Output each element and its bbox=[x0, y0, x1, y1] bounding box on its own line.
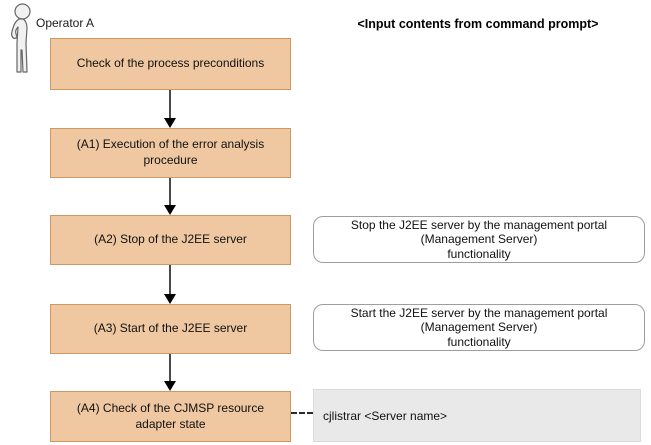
annotation-line: functionality bbox=[447, 246, 511, 261]
down-arrow bbox=[164, 178, 176, 215]
flow-step-label: (A1) Execution of the error analysis bbox=[76, 137, 265, 152]
flow-step-label: (A2) Stop of the J2EE server bbox=[94, 232, 247, 247]
command-box-a4: cjlistrar <Server name> bbox=[313, 389, 641, 442]
arrow-shaft bbox=[169, 178, 171, 205]
annotation-line: (Management Server) bbox=[420, 320, 538, 335]
flow-step-label: (A4) Check of the CJMSP resource bbox=[76, 400, 265, 415]
annotation-line: functionality bbox=[447, 334, 511, 349]
arrow-shaft bbox=[169, 90, 171, 118]
dashed-connector bbox=[291, 412, 313, 414]
annotation-a2: Stop the J2EE server by the management p… bbox=[313, 216, 645, 263]
flow-step-label: adapter state bbox=[135, 416, 206, 431]
annotation-line: Start the J2EE server by the management … bbox=[350, 306, 608, 321]
arrowhead-icon bbox=[164, 118, 176, 128]
command-text: cjlistrar <Server name> bbox=[323, 408, 448, 423]
arrow-shaft bbox=[169, 265, 171, 294]
arrowhead-icon bbox=[164, 294, 176, 304]
flow-step-label: Check of the process preconditions bbox=[76, 56, 265, 71]
flow-step-precheck: Check of the process preconditions bbox=[50, 38, 291, 90]
annotation-a3: Start the J2EE server by the management … bbox=[313, 304, 645, 351]
annotation-line: (Management Server) bbox=[420, 232, 538, 247]
person-icon bbox=[10, 3, 31, 73]
command-prompt-column-title: <Input contents from command prompt> bbox=[357, 17, 599, 31]
down-arrow bbox=[164, 265, 176, 304]
flow-step-a2: (A2) Stop of the J2EE server bbox=[50, 215, 291, 265]
flow-step-a1: (A1) Execution of the error analysis pro… bbox=[50, 128, 291, 178]
down-arrow bbox=[164, 90, 176, 128]
flow-step-a3: (A3) Start of the J2EE server bbox=[50, 304, 291, 354]
arrow-shaft bbox=[169, 354, 171, 381]
down-arrow bbox=[164, 354, 176, 391]
arrowhead-icon bbox=[164, 381, 176, 391]
flow-step-label: (A3) Start of the J2EE server bbox=[93, 321, 248, 336]
annotation-line: Stop the J2EE server by the management p… bbox=[350, 218, 608, 233]
flow-step-label: procedure bbox=[143, 153, 198, 167]
arrowhead-icon bbox=[164, 205, 176, 215]
flow-step-a4: (A4) Check of the CJMSP resource adapter… bbox=[50, 391, 291, 442]
operator-label: Operator A bbox=[36, 16, 95, 30]
